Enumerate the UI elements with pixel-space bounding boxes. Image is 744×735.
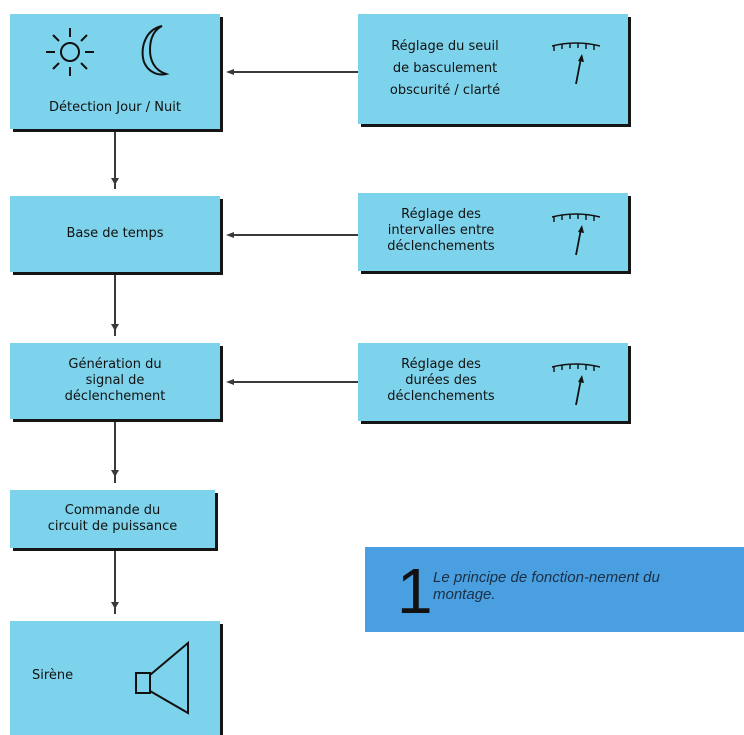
durees-line-1: Réglage des [401,357,481,372]
commande-line-2: circuit de puissance [47,519,178,534]
potentiometer-icon [551,213,601,256]
connector-seuil-detection [232,71,358,73]
generation-block: Génération du signal de déclenchement [10,343,220,419]
intervalles-adjust-label: Réglage des intervalles entre déclenchem… [366,207,516,255]
commande-block: Commande du circuit de puissance [10,490,215,548]
sun-icon [46,28,94,76]
seuil-line-1: Réglage du seuil [391,39,499,54]
arrow-down-icon [111,602,119,609]
seuil-line-2: de basculement [392,61,498,76]
intervalles-line-1: Réglage des [401,207,481,222]
sirene-block: Sirène [10,621,220,735]
durees-adjust-block: Réglage des durées des déclenchements [358,343,628,421]
arrow-down-icon [111,324,119,331]
connector-intervalles-base [232,234,358,236]
base-temps-block: Base de temps [10,196,220,272]
seuil-line-3: obscurité / clarté [389,83,501,98]
seuil-adjust-block: Réglage du seuil de basculement obscurit… [358,14,628,124]
durees-line-3: déclenchements [387,389,495,404]
arrow-left-icon [226,69,234,75]
intervalles-line-3: déclenchements [387,239,495,254]
arrow-down-icon [111,178,119,185]
arrow-down-icon [111,470,119,477]
sirene-label: Sirène [32,668,74,683]
speaker-icon [135,640,189,715]
connector-commande-sirene [114,551,116,614]
detection-block: Détection Jour / Nuit [10,14,220,129]
figure-caption: 1 Le principe de fonction-nement du mont… [365,547,744,632]
connector-detection-base [114,132,116,189]
potentiometer-icon [551,363,601,406]
potentiometer-icon [551,42,601,85]
arrow-left-icon [226,379,234,385]
connector-base-generation [114,275,116,336]
intervalles-line-2: intervalles entre [387,223,495,238]
connector-generation-commande [114,422,116,483]
generation-line-3: déclenchement [64,389,166,404]
base-temps-label: Base de temps [66,226,164,241]
durees-line-2: durées des [405,373,477,388]
caption-text: Le principe de fonction-nement du montag… [433,569,660,603]
durees-adjust-label: Réglage des durées des déclenchements [366,357,516,405]
seuil-adjust-label: Réglage du seuil de basculement obscurit… [370,36,520,102]
moon-icon [141,25,170,76]
detection-label: Détection Jour / Nuit [49,100,181,115]
commande-line-1: Commande du [64,503,161,518]
generation-line-1: Génération du [68,357,162,372]
figure-number: 1 [397,555,433,627]
connector-durees-generation [232,381,358,383]
generation-line-2: signal de [85,373,145,388]
arrow-left-icon [226,232,234,238]
intervalles-adjust-block: Réglage des intervalles entre déclenchem… [358,193,628,271]
